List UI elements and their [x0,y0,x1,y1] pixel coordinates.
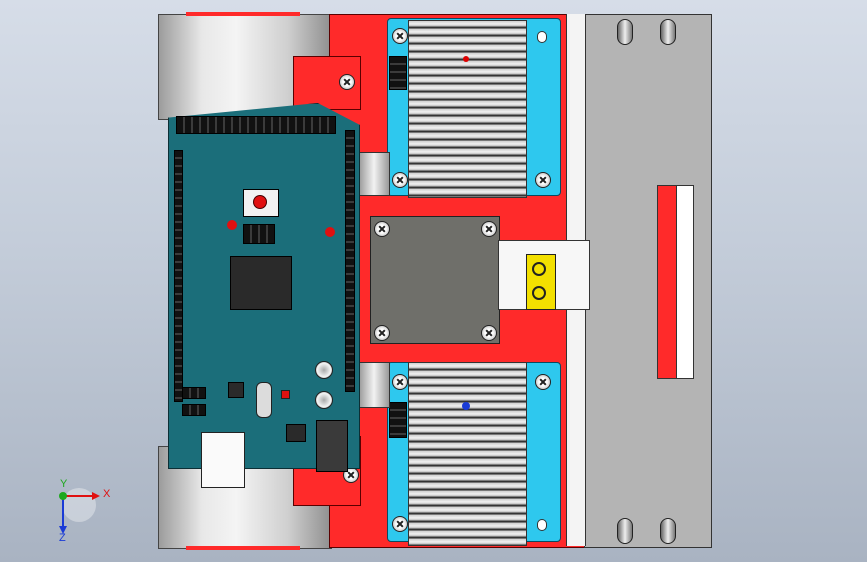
pcb-header-small-2 [182,404,206,416]
screw-9 [392,374,408,390]
plate-white-strip [676,185,694,379]
plate-slot-3 [617,518,633,544]
axis-triad[interactable]: X Y Z [46,478,116,544]
hole-1 [537,31,547,43]
driver-header-top [389,56,407,90]
triad-z-label: Z [59,532,66,544]
screw-5 [374,221,390,237]
triad-y-label: Y [60,478,68,490]
roller-top-cap [186,12,300,16]
pcb-led-1 [227,220,237,230]
pcb-microcontroller [230,256,292,310]
plate-slot-1 [617,19,633,45]
screw-8 [481,325,497,341]
screw-4 [535,172,551,188]
screw-6 [481,221,497,237]
screw-3 [392,172,408,188]
pcb-header-left [174,150,183,402]
pcb-small-red-led [281,390,290,399]
triad-plane [62,488,96,522]
pcb-led-2 [325,227,335,237]
pcb-capacitor-2 [315,391,333,409]
pcb-power-jack[interactable] [316,420,348,472]
screw-1 [392,28,408,44]
heatsink-top-marker [463,56,469,62]
xt60-connector[interactable] [526,254,556,310]
pcb-ic-small [228,382,244,398]
pcb-header-top [176,116,336,134]
pcb-reset-button-cap [253,195,267,209]
plate-slot-4 [660,518,676,544]
motor-shaft-bottom [358,362,390,408]
pcb-crystal [256,382,272,418]
pcb-capacitor-1 [315,361,333,379]
screw-2 [339,74,355,90]
pcb-header-small-1 [182,387,206,399]
heatsink-bottom-marker [462,402,470,410]
pcb-icsp-header [243,224,275,244]
driver-header-bottom [389,402,407,438]
hole-2 [537,519,547,531]
triad-x-label: X [103,488,111,500]
heatsink-bottom [408,362,527,546]
screw-7 [374,325,390,341]
pcb-usb-port[interactable] [201,432,245,488]
screw-10 [535,374,551,390]
pcb-header-right [345,130,355,392]
screw-13 [392,516,408,532]
plate-red-strip [657,185,678,379]
pcb-regulator [286,424,306,442]
triad-arrows [59,492,100,534]
motor-body [370,216,500,344]
plate-slot-2 [660,19,676,45]
motor-shaft-top [358,152,390,196]
heatsink-top [408,20,527,198]
xt60-pin-2 [532,286,546,300]
xt60-pin-1 [532,262,546,276]
roller-bottom-cap [186,546,300,550]
